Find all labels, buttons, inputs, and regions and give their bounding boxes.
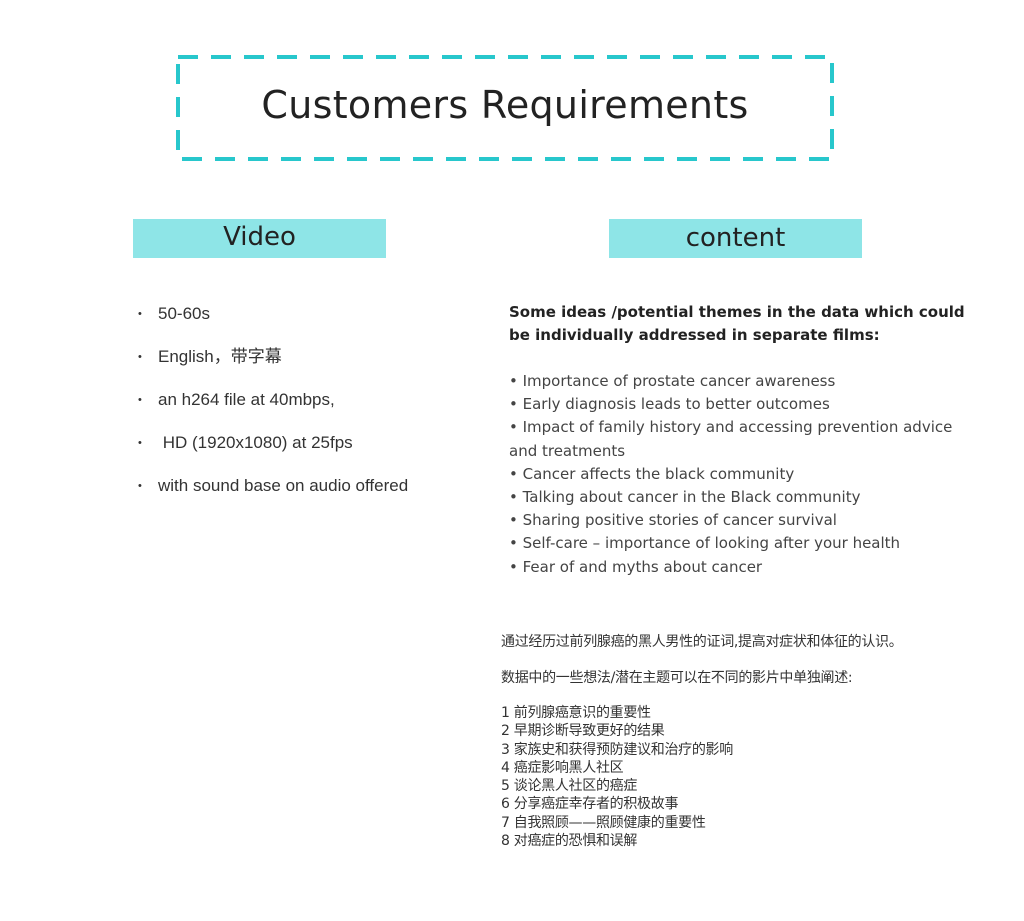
title-box: Customers Requirements <box>176 55 834 161</box>
list-item: •an h264 file at 40mbps, <box>138 386 478 429</box>
list-item: 8 对癌症的恐惧和误解 <box>501 833 638 850</box>
chinese-subtitle: 数据中的一些想法/潜在主题可以在不同的影片中单独阐述: <box>501 670 853 686</box>
list-item: •English，带字幕 <box>138 343 478 386</box>
list-item: 7 自我照顾——照顾健康的重要性 <box>501 814 706 831</box>
chinese-themes-list: 1 前列腺癌意识的重要性 2 早期诊断导致更好的结果 3 家族史和获得预防建议和… <box>501 704 981 850</box>
bullet-icon: • <box>138 308 142 320</box>
themes-list: • Importance of prostate cancer awarenes… <box>509 370 969 579</box>
list-item: • Impact of family history and accessing… <box>509 418 953 460</box>
video-requirements-list: •50-60s •English，带字幕 •an h264 file at 40… <box>138 300 478 515</box>
list-item: • Self-care – importance of looking afte… <box>509 534 901 553</box>
bullet-icon: • <box>138 437 142 449</box>
list-item: •50-60s <box>138 300 478 343</box>
chinese-summary-block: 通过经历过前列腺癌的黑人男性的证词,提高对症状和体征的认识。 数据中的一些想法/… <box>501 630 981 850</box>
list-item: • Fear of and myths about cancer <box>509 557 763 576</box>
list-item: 2 早期诊断导致更好的结果 <box>501 723 665 740</box>
list-item: • Early diagnosis leads to better outcom… <box>509 395 830 414</box>
chinese-intro: 通过经历过前列腺癌的黑人男性的证词,提高对症状和体征的认识。 <box>501 634 903 650</box>
list-item: • Cancer affects the black community <box>509 464 795 483</box>
list-item: •with sound base on audio offered <box>138 472 478 515</box>
list-item: 4 癌症影响黑人社区 <box>501 759 624 776</box>
list-item: 5 谈论黑人社区的癌症 <box>501 778 638 795</box>
list-item: • HD (1920x1080) at 25fps <box>138 429 478 472</box>
bullet-icon: • <box>138 351 142 363</box>
list-item: • Importance of prostate cancer awarenes… <box>509 372 836 390</box>
list-item: • Sharing positive stories of cancer sur… <box>509 511 837 530</box>
list-item: 6 分享癌症幸存者的积极故事 <box>501 796 679 813</box>
list-item: 3 家族史和获得预防建议和治疗的影响 <box>501 741 733 758</box>
video-section-label: Video <box>133 219 386 258</box>
list-item: • Talking about cancer in the Black comm… <box>509 488 861 507</box>
content-heading: Some ideas /potential themes in the data… <box>509 303 965 344</box>
content-section-label: content <box>609 219 862 258</box>
list-item: 1 前列腺癌意识的重要性 <box>501 705 651 721</box>
content-themes-block: Some ideas /potential themes in the data… <box>509 301 969 579</box>
page-title: Customers Requirements <box>261 83 749 127</box>
dashed-border <box>176 55 834 161</box>
bullet-icon: • <box>138 394 142 406</box>
bullet-icon: • <box>138 480 142 492</box>
